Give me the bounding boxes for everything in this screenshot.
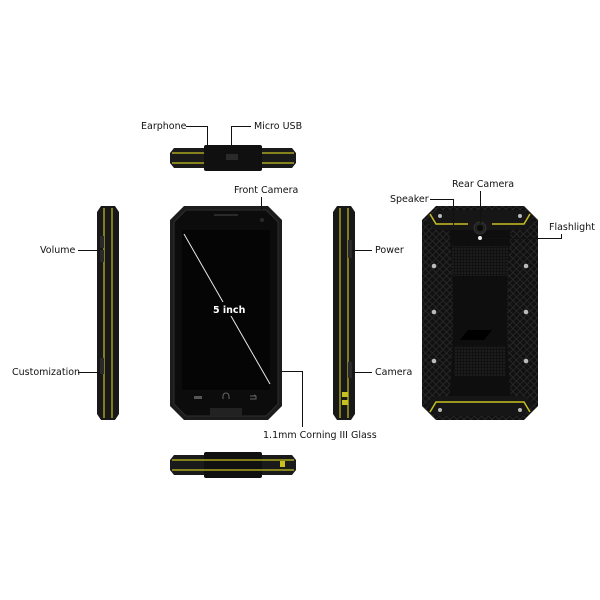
leader-flashlight-v [561, 234, 562, 239]
leader-speaker-v [453, 199, 454, 225]
back-view [422, 206, 538, 420]
leader-glass-v [302, 371, 303, 427]
label-speaker: Speaker [390, 194, 429, 205]
label-screen-size: 5 inch [213, 305, 246, 316]
leader-earphone-v [207, 126, 208, 152]
label-front-camera: Front Camera [234, 185, 299, 196]
label-earphone: Earphone [141, 121, 187, 132]
right-side-view [333, 206, 355, 420]
label-micro-usb: Micro USB [254, 121, 303, 132]
leader-glass-h [282, 371, 303, 372]
label-camera: Camera [375, 367, 413, 378]
leader-flashlight-h [482, 238, 562, 239]
label-glass: 1.1mm Corning III Glass [263, 430, 377, 441]
label-flashlight: Flashlight [549, 222, 595, 233]
leader-micro-usb [231, 126, 251, 127]
leader-camera [352, 372, 372, 373]
label-power: Power [375, 245, 404, 256]
bottom-edge-view [170, 452, 296, 478]
front-view [170, 206, 282, 420]
leader-power [352, 250, 372, 251]
leader-earphone [186, 126, 208, 127]
leader-micro-usb-v [231, 126, 232, 152]
label-rear-camera: Rear Camera [452, 179, 515, 190]
label-volume: Volume [40, 245, 76, 256]
leader-rear-camera [480, 191, 481, 223]
left-side-view [97, 206, 119, 420]
leader-front-camera [261, 197, 262, 213]
label-customization: Customization [12, 367, 81, 378]
top-edge-view [170, 145, 296, 171]
leader-volume [78, 250, 100, 251]
leader-customization [78, 372, 100, 373]
leader-speaker-h [430, 199, 454, 200]
